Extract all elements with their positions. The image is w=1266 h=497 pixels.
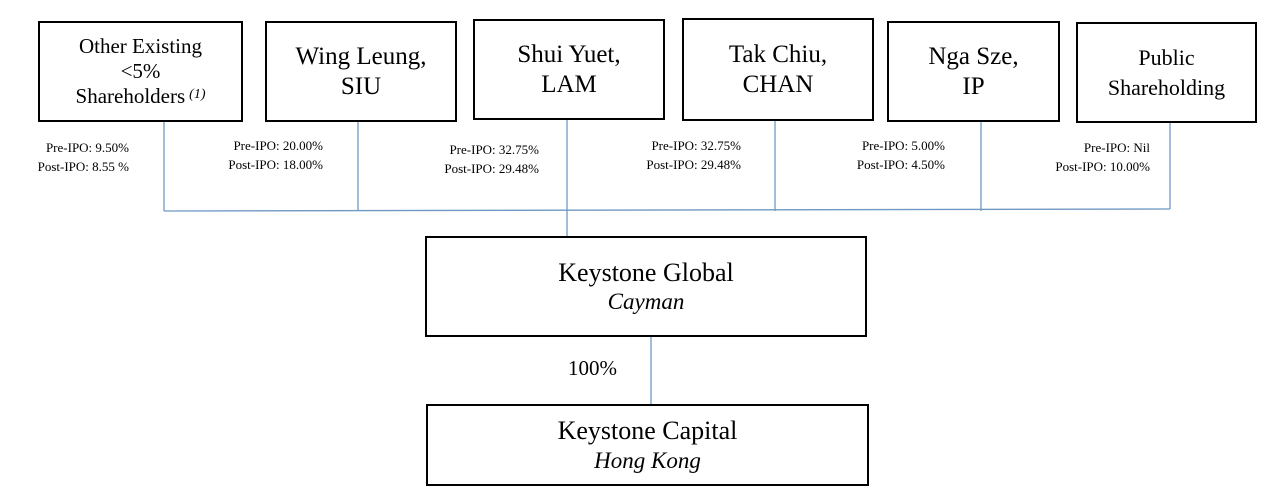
post-ipo-stake: Post-IPO: 29.48% (444, 161, 539, 176)
shareholder-name-line: Shui Yuet, (517, 40, 621, 68)
pre-ipo-stake: Pre-IPO: 20.00% (233, 138, 323, 153)
shareholder-name-line: Tak Chiu, (728, 40, 828, 68)
entity-name: Keystone Global (558, 257, 734, 287)
pre-ipo-stake: Pre-IPO: 5.00% (861, 138, 945, 153)
shareholder-name-line: <5% (120, 58, 161, 83)
shareholder-name-line: Other Existing (78, 33, 203, 58)
pre-ipo-stake: Pre-IPO: Nil (1083, 140, 1150, 155)
entity-jurisdiction: Hong Kong (594, 447, 701, 473)
post-ipo-stake: Post-IPO: 4.50% (856, 157, 945, 172)
shareholder-box-chan: Tak Chiu, CHAN (682, 18, 874, 121)
shareholder-name-line: Wing Leung, (295, 42, 427, 70)
pre-ipo-stake: Pre-IPO: 32.75% (449, 142, 539, 157)
shareholder-box-lam: Shui Yuet, LAM (473, 19, 665, 120)
pre-ipo-stake: Pre-IPO: 9.50% (45, 140, 129, 155)
shareholder-name-line: SIU (340, 72, 382, 100)
shareholder-box-ip: Nga Sze, IP (887, 21, 1060, 122)
post-ipo-stake: Post-IPO: 10.00% (1055, 159, 1150, 174)
stake-label-public: Pre-IPO: Nil Post-IPO: 10.00% (1055, 138, 1150, 176)
shareholder-name-line: IP (962, 72, 985, 100)
shareholder-name-line: Shareholders (75, 84, 186, 109)
ownership-label: 100% (568, 356, 617, 380)
shareholder-box-public: Public Shareholding (1076, 22, 1257, 123)
pre-ipo-stake: Pre-IPO: 32.75% (651, 138, 741, 153)
bus-line (163, 208, 1171, 212)
stake-label-chan: Pre-IPO: 32.75% Post-IPO: 29.48% (646, 136, 741, 174)
shareholder-box-other: Other Existing <5% Shareholders(1) (38, 21, 243, 122)
footnote-marker: (1) (189, 87, 206, 103)
stake-label-other: Pre-IPO: 9.50% Post-IPO: 8.55 % (38, 138, 129, 176)
entity-name: Keystone Capital (557, 416, 738, 446)
shareholder-box-siu: Wing Leung, SIU (265, 21, 457, 122)
stake-label-siu: Pre-IPO: 20.00% Post-IPO: 18.00% (228, 136, 323, 174)
post-ipo-stake: Post-IPO: 8.55 % (37, 159, 129, 174)
shareholder-name-line: Shareholding (1107, 74, 1226, 100)
entity-box-keystone-capital: Keystone Capital Hong Kong (426, 404, 869, 486)
stake-label-lam: Pre-IPO: 32.75% Post-IPO: 29.48% (444, 140, 539, 178)
post-ipo-stake: Post-IPO: 29.48% (646, 157, 741, 172)
shareholder-name-line: LAM (541, 70, 597, 98)
entity-box-keystone-global: Keystone Global Cayman (425, 236, 867, 337)
shareholder-name-line: Public (1138, 44, 1195, 70)
post-ipo-stake: Post-IPO: 18.00% (228, 157, 323, 172)
entity-jurisdiction: Cayman (607, 289, 685, 315)
shareholder-name-line: Nga Sze, (928, 42, 1019, 70)
shareholder-name-line: CHAN (742, 70, 814, 98)
stake-label-ip: Pre-IPO: 5.00% Post-IPO: 4.50% (857, 136, 945, 174)
